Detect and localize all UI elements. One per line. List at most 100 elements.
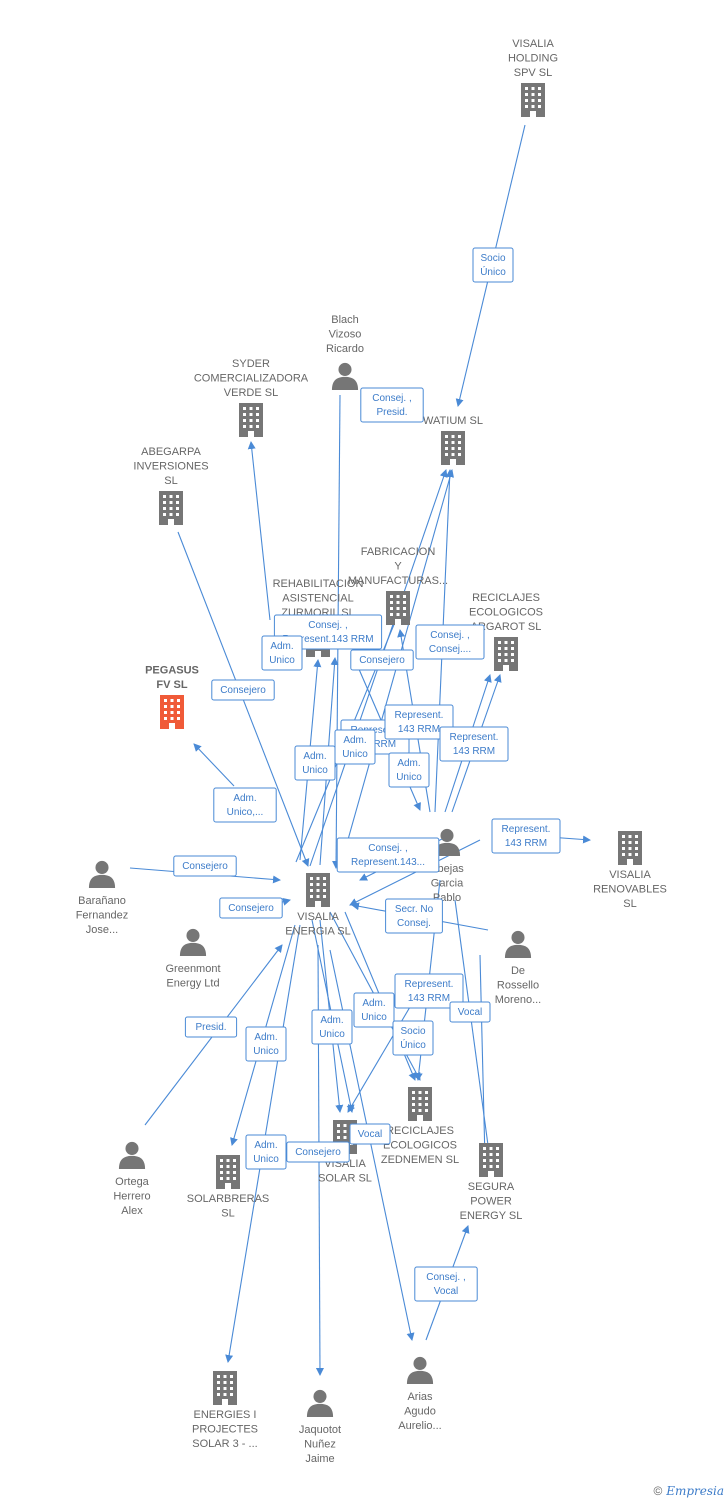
edge-role-label[interactable]: Adm.Unico xyxy=(294,745,336,781)
node-label-line: De xyxy=(511,965,525,977)
edge-role-label[interactable]: Represent.143 RRM xyxy=(384,704,454,740)
edge-role-label[interactable]: Adm.Unico xyxy=(353,992,395,1028)
edge-role-label[interactable]: Consej. , Vocal xyxy=(414,1266,478,1302)
copyright-symbol: © xyxy=(653,1484,663,1498)
edge-role-label[interactable]: Consej. ,Presid. xyxy=(360,387,424,423)
edge-role-label[interactable]: Consejero xyxy=(350,649,414,671)
edge-role-label[interactable]: Adm. Unico xyxy=(245,1134,287,1170)
person-icon xyxy=(179,928,207,956)
edge-label-text: Adm. xyxy=(254,1140,277,1151)
node-label-line: ZEDNEMEN SL xyxy=(381,1154,459,1166)
edge-label-box xyxy=(219,897,283,919)
edge-label-text: Represent. xyxy=(405,979,454,990)
edge-label-text: Unico xyxy=(319,1029,345,1040)
edge-label-text: Único xyxy=(480,265,506,278)
edge-role-label[interactable]: Vocal xyxy=(449,1001,491,1023)
node-label-line: Vizoso xyxy=(329,329,362,341)
node-label-line: SYDER xyxy=(232,358,270,370)
node-label-line: Greenmont xyxy=(165,963,220,975)
node-label-line: Moreno... xyxy=(495,994,541,1006)
edge-role-label[interactable]: Adm.Unico xyxy=(261,635,303,671)
edge-label-box xyxy=(245,1134,287,1170)
edge-label-text: Adm. xyxy=(254,1032,277,1043)
edge-role-label[interactable]: Represent. 143 RRM xyxy=(491,818,561,854)
edge-role-label[interactable]: Presid. xyxy=(184,1016,238,1038)
node-label-line: Rossello xyxy=(497,980,539,992)
edge-label-text: Consejero xyxy=(182,861,228,872)
person-node-barañano[interactable]: BarañanoFernandezJose... xyxy=(76,860,129,936)
node-label-line: VERDE SL xyxy=(224,387,278,399)
edge-role-label[interactable]: Consej. ,Represent.143... xyxy=(336,837,440,873)
node-label-line: Aurelio... xyxy=(398,1420,441,1432)
edge-role-label[interactable]: Consejero xyxy=(211,679,275,701)
node-label-line: ARGAROT SL xyxy=(471,621,542,633)
edge-role-label[interactable]: Adm.Unico,... xyxy=(213,787,277,823)
edge-label-box xyxy=(211,679,275,701)
building-icon xyxy=(618,831,642,865)
edge-label-text: Consejero xyxy=(220,685,266,696)
node-label-line: Y xyxy=(394,561,402,573)
edge-label-text: Represent. xyxy=(502,824,551,835)
edge-label-box xyxy=(472,247,514,283)
edge-role-label[interactable]: Adm.Unico xyxy=(311,1009,353,1045)
edge-label-text: Vocal xyxy=(358,1129,382,1140)
edge-label-text: Unico xyxy=(342,749,368,760)
edge-role-label[interactable]: Consej. ,Consej.... xyxy=(415,624,485,660)
edge-label-box xyxy=(349,1123,391,1145)
edge-label-text: Consejero xyxy=(295,1147,341,1158)
person-node-arias[interactable]: AriasAgudoAurelio... xyxy=(398,1356,442,1432)
node-label-line: Garcia xyxy=(431,878,464,890)
edge-label-text: Unico,... xyxy=(227,807,264,818)
node-label-line: SL xyxy=(164,475,177,487)
company-node-watium[interactable]: WATIUM SL xyxy=(423,415,483,465)
building-icon xyxy=(494,637,518,671)
edge-label-text: Unico xyxy=(253,1154,279,1165)
node-label-line: SOLARBRERAS xyxy=(187,1193,270,1205)
edge-role-label[interactable]: Represent.143 RRM xyxy=(439,726,509,762)
edge-role-label[interactable]: Adm.Unico xyxy=(245,1026,287,1062)
node-label-line: VISALIA xyxy=(512,38,554,50)
node-label-line: ASISTENCIAL xyxy=(282,593,354,605)
node-label-line: Arias xyxy=(407,1391,433,1403)
edge-role-label[interactable]: Consejero xyxy=(173,855,237,877)
node-label-line: Blach xyxy=(331,314,359,326)
person-icon xyxy=(331,362,359,390)
edge-label-text: Vocal xyxy=(434,1286,458,1297)
node-label-line: VISALIA xyxy=(609,869,651,881)
edge-role-label[interactable]: Adm.Unico xyxy=(334,729,376,765)
edge-label-text: Presid. xyxy=(376,407,407,418)
edge-label-text: Consej. , xyxy=(426,1272,465,1283)
edge-label-box xyxy=(415,624,485,660)
edge-label-text: 143 RRM xyxy=(408,993,450,1004)
edge-label-text: 143 RRM xyxy=(505,838,547,849)
edge-role-label[interactable]: Consejero xyxy=(219,897,283,919)
person-node-derossello[interactable]: DeRosselloMoreno... xyxy=(495,930,541,1006)
company-node-fabricacion[interactable]: FABRICACIONYMANUFACTURAS... xyxy=(348,546,448,625)
edge-label-box xyxy=(449,1001,491,1023)
edge-role-label[interactable]: Consejero xyxy=(286,1141,350,1163)
edge-label-text: Adm. xyxy=(362,998,385,1009)
edge-role-label[interactable]: Represent. 143 RRM xyxy=(394,973,464,1009)
edge-role-label[interactable]: Adm.Unico xyxy=(388,752,430,788)
edge-role-label[interactable]: Vocal xyxy=(349,1123,391,1145)
edge-label-text: Adm. xyxy=(397,758,420,769)
edge-label-text: Consejero xyxy=(228,903,274,914)
